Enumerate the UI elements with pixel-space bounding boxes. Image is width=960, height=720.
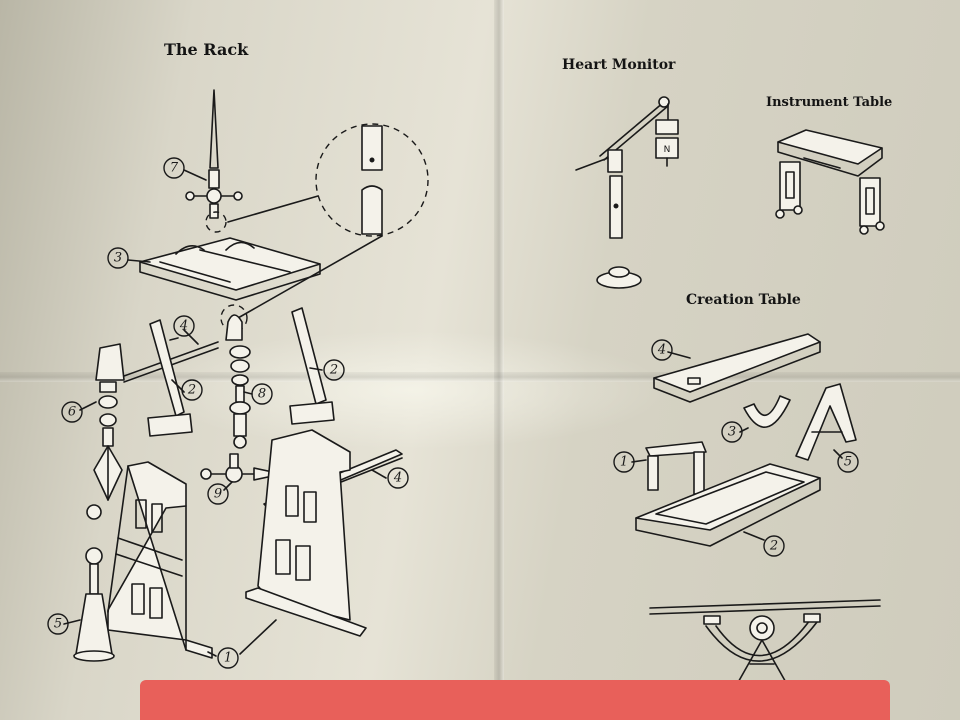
svg-text:1: 1: [620, 455, 628, 470]
svg-text:2: 2: [769, 539, 778, 554]
svg-text:1: 1: [224, 651, 232, 666]
rack-diagram: 7 3 4 2 6 8 2 9 4 5 1: [47, 89, 429, 669]
vertical-fold: [494, 0, 504, 690]
creation-table-diagram: 4 3 1 5 2: [613, 333, 859, 557]
spike-part: [185, 89, 243, 219]
title-the-rack: The Rack: [164, 40, 249, 59]
svg-text:6: 6: [68, 405, 76, 420]
rack-callout-1: 1: [217, 647, 239, 669]
upright-left: [147, 319, 193, 437]
frame-right: [257, 429, 351, 621]
rack-callout-5: 5: [47, 613, 69, 635]
title-instrument-table: Instrument Table: [766, 95, 893, 110]
column-part: [220, 304, 251, 449]
creation-callout-2: 2: [763, 535, 785, 557]
rack-callout-3: 3: [107, 247, 129, 269]
instrument-table-diagram: [775, 129, 885, 235]
bottom-mechanism-diagram: [649, 599, 881, 687]
creation-callout-3: 3: [721, 421, 743, 443]
rack-callout-7: 7: [163, 157, 185, 179]
crank-part: [86, 343, 125, 520]
creation-callout-5: 5: [837, 451, 859, 473]
rack-top-plate: [139, 237, 321, 301]
svg-text:5: 5: [844, 455, 852, 470]
rack-callout-4-lower: 4: [387, 467, 409, 489]
svg-text:8: 8: [258, 387, 266, 402]
rack-callout-8: 8: [251, 383, 273, 405]
base-beam: [239, 587, 367, 655]
frame-left: [107, 461, 213, 659]
rack-callout-4-upper: 4: [173, 315, 195, 337]
weight-part: [73, 547, 115, 662]
rack-callout-9: 9: [207, 483, 229, 505]
heart-monitor-diagram: N: [575, 96, 679, 289]
rack-callout-2-right: 2: [323, 359, 345, 381]
creation-callout-1: 1: [613, 451, 635, 473]
svg-text:4: 4: [393, 471, 402, 486]
svg-text:4: 4: [657, 343, 666, 358]
svg-text:5: 5: [54, 617, 62, 632]
rack-leader-lines: [63, 169, 387, 657]
title-heart-monitor: Heart Monitor: [562, 57, 676, 73]
svg-text:4: 4: [179, 319, 188, 334]
svg-text:3: 3: [114, 251, 122, 266]
creation-callout-4: 4: [651, 339, 673, 361]
monitor-label: N: [664, 145, 671, 155]
svg-text:2: 2: [187, 383, 196, 398]
rack-callout-6: 6: [61, 401, 83, 423]
detail-zoom: [315, 123, 429, 237]
svg-text:7: 7: [170, 161, 179, 176]
rack-callout-2-left: 2: [181, 379, 203, 401]
horizontal-fold: [0, 372, 960, 382]
red-object-foreground: [140, 680, 890, 720]
svg-text:2: 2: [329, 363, 338, 378]
upright-right: [289, 307, 335, 425]
svg-text:3: 3: [728, 425, 736, 440]
title-creation-table: Creation Table: [686, 292, 801, 308]
svg-text:9: 9: [214, 487, 222, 502]
